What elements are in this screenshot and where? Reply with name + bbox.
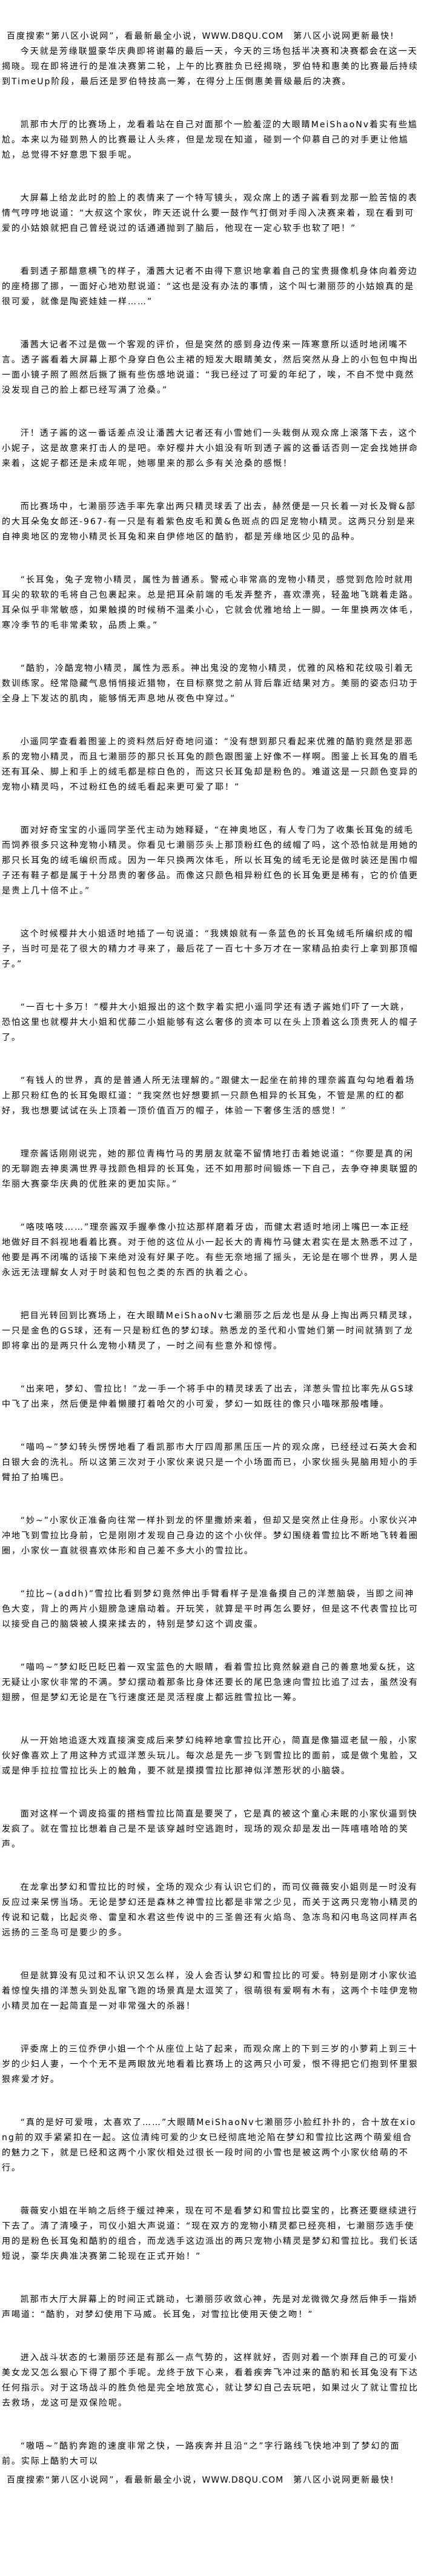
story-paragraph: 小遥同学查看着图鉴上的资料然后好奇地问道：“没有想到那只看起来优雅的酷豹竟然是邪…: [2, 737, 419, 792]
banner-text: 百度搜索“第八区小说网”，看最新最全小说，: [7, 2475, 202, 2485]
story-paragraph: “喵呜~”梦幻眨巴眨巴着一双宝蓝色的大眼睛，看着雪拉比竟然躲避自己的善意地爱&抚…: [2, 1663, 419, 1703]
story-paragraph: “嗷唔~”酷豹奔跑的速度非常之快，一路疾奔并且沿“之”字行路线飞快地冲到了梦幻的…: [2, 2441, 400, 2466]
story-paragraph: 大屏幕上给龙此时的脸上的表情来了一个特写镜头，观众席上的透子酱看到龙那一脸苦恼的…: [2, 193, 418, 233]
chapter-body: 今天就是芳缘联盟豪华庆典即将谢幕的最后一天，今天的三场包括半决赛和决赛都会在这一…: [2, 44, 419, 2469]
story-paragraph: “酷豹，冷酷宠物小精灵，属性为恶系。神出鬼没的宠物小精灵，优雅的风格和花纹吸引着…: [2, 664, 419, 704]
story-paragraph: 评委席上的三位乔伊小姐一个个从座位上站了起来，而观众席上的下到三岁的小萝莉上到三…: [2, 2044, 419, 2084]
site-banner-top: 百度搜索“第八区小说网”，看最新最全小说，WWW.D8QU.COM 第八区小说网更…: [2, 29, 419, 44]
story-paragraph: “长耳兔，兔子宠物小精灵，属性为普通系。警戒心非常高的宠物小精灵，感觉到危险时就…: [2, 575, 419, 630]
story-paragraph: 薇薇安小姐在半晌之后终于缓过神来，现在可不是看梦幻和雪拉比耍宝的，比赛还要继续进…: [2, 2206, 419, 2261]
story-paragraph: 从一开始地追逐大戏直接演变成后来梦幻纯粹地拿雪拉比开心，简直是像猫逗老鼠一般，小…: [2, 1736, 419, 1776]
story-paragraph: 汗！透子酱的这一番话差点没让潘茜大记者还有小雪她们一头栽倒从观众席上滚落下去，这…: [2, 429, 419, 469]
story-paragraph: 这个时候樱井大小姐适时地插了一句说道：“我姨娘就有一条蓝色的长耳兔绒毛所编织成的…: [2, 929, 419, 969]
story-paragraph: 潘茜大记者不过是做一个客观的评价，但是突然的感到身边传来一阵寒意所以适时地闭嘴不…: [2, 340, 419, 395]
story-paragraph: 面对这样一个调皮捣蛋的搭档雪拉比简直是要哭了，它是真的被这个童心未眠的小家伙逼到…: [2, 1809, 418, 1849]
story-paragraph: 把目光转回到比赛场上，在大眼睛MeiShaoNv七濑丽莎之后龙也是从身上掏出两只…: [2, 1311, 419, 1351]
story-paragraph: 理奈酱话刚刚说完，她的那位青梅竹马的男朋友就毫不留情地打击着她说道：“你要是真的…: [2, 1149, 419, 1189]
story-paragraph: “一百七十多万！”樱井大小姐报出的这个数字着实把小遥同学还有透子酱她们吓了一大跳…: [2, 1003, 419, 1043]
site-url-link[interactable]: WWW.D8QU.COM: [202, 2475, 284, 2485]
story-paragraph: “喵呜~”梦幻转头愣愣地看了看凯那市大厅四周那黑压压一片的观众席，已经经过石英大…: [2, 1443, 419, 1483]
story-paragraph: 看到透子那醋意横飞的样子，潘茜大记者不由得下意识地拿着自己的宝贵摄像机身体向着旁…: [2, 267, 418, 307]
story-paragraph: “咯吱咯吱……”理奈酱双手握拳像小拉达那样磨着牙齿，而健太君适时地闭上嘴巴一本正…: [2, 1223, 419, 1278]
story-paragraph: “真的是好可爱哦，太喜欢了……”大眼睛MeiShaoNv七濑丽莎小脸红扑扑的，合…: [2, 2118, 417, 2173]
banner-tagline: 第八区小说网更新最快!: [293, 32, 395, 41]
story-paragraph: 而比赛场中，七濑丽莎选手率先拿出两只精灵球丢了出去，赫然便是一只长着一对长及臀&…: [2, 502, 416, 542]
site-banner-bottom: 百度搜索“第八区小说网”，看最新最全小说，WWW.D8QU.COM 第八区小说网更…: [2, 2473, 419, 2488]
story-paragraph: 今天就是芳缘联盟豪华庆典即将谢幕的最后一天，今天的三场包括半决赛和决赛都会在这一…: [2, 47, 419, 87]
site-url-link[interactable]: WWW.D8QU.COM: [202, 32, 284, 41]
banner-text: 百度搜索“第八区小说网”，看最新最全小说，: [7, 32, 202, 41]
story-paragraph: “出来吧，梦幻、雪拉比！”龙一手一个将手中的精灵球丢了出去，洋葱头雪拉比率先从G…: [2, 1384, 415, 1409]
story-paragraph: “拉比~(addh)”雪拉比看到梦幻竟然伸出手臂看样子是准备摸自己的洋葱脑袋，当…: [2, 1589, 419, 1629]
story-paragraph: 进入战斗状态的七濑丽莎还是有那么一点气势的，这样就好，否则对着一个崇拜自己的可爱…: [2, 2353, 419, 2408]
story-paragraph: “妙~”小家伙正准备向往常一样扑到龙的怀里撒娇来着，但却又是突然止住身形。小家伙…: [2, 1516, 419, 1556]
banner-tagline: 第八区小说网更新最快!: [293, 2475, 395, 2485]
story-paragraph: 在龙拿出梦幻和雪拉比的时候，全场的观众少有认识它们的，而司仪薇薇安小姐则是一时没…: [2, 1883, 419, 1938]
story-paragraph: 面对好奇宝宝的小遥同学圣代主动为她释疑，“在神奥地区，有人专门为了收集长耳兔的绒…: [2, 826, 419, 896]
story-paragraph: 但是就算没有见过和不认识又怎么样，没人会否认梦幻和雪拉比的可爱。特别是刚才小家伙…: [2, 1971, 419, 2011]
story-paragraph: 凯那市大厅的比赛场上，龙看着站在自己对面那个一脸羞涩的大眼睛MeiShaoNv着…: [2, 120, 419, 160]
story-paragraph: “有钱人的世界，真的是普通人所无法理解的。”跟健太一起坐在前排的理奈酱直勾勾地看…: [2, 1076, 416, 1116]
story-paragraph: 凯那市大厅大屏幕上的时间正式跳动，七濑丽莎收敛心神，先是对龙微微欠身然后伸手一指…: [2, 2295, 418, 2320]
